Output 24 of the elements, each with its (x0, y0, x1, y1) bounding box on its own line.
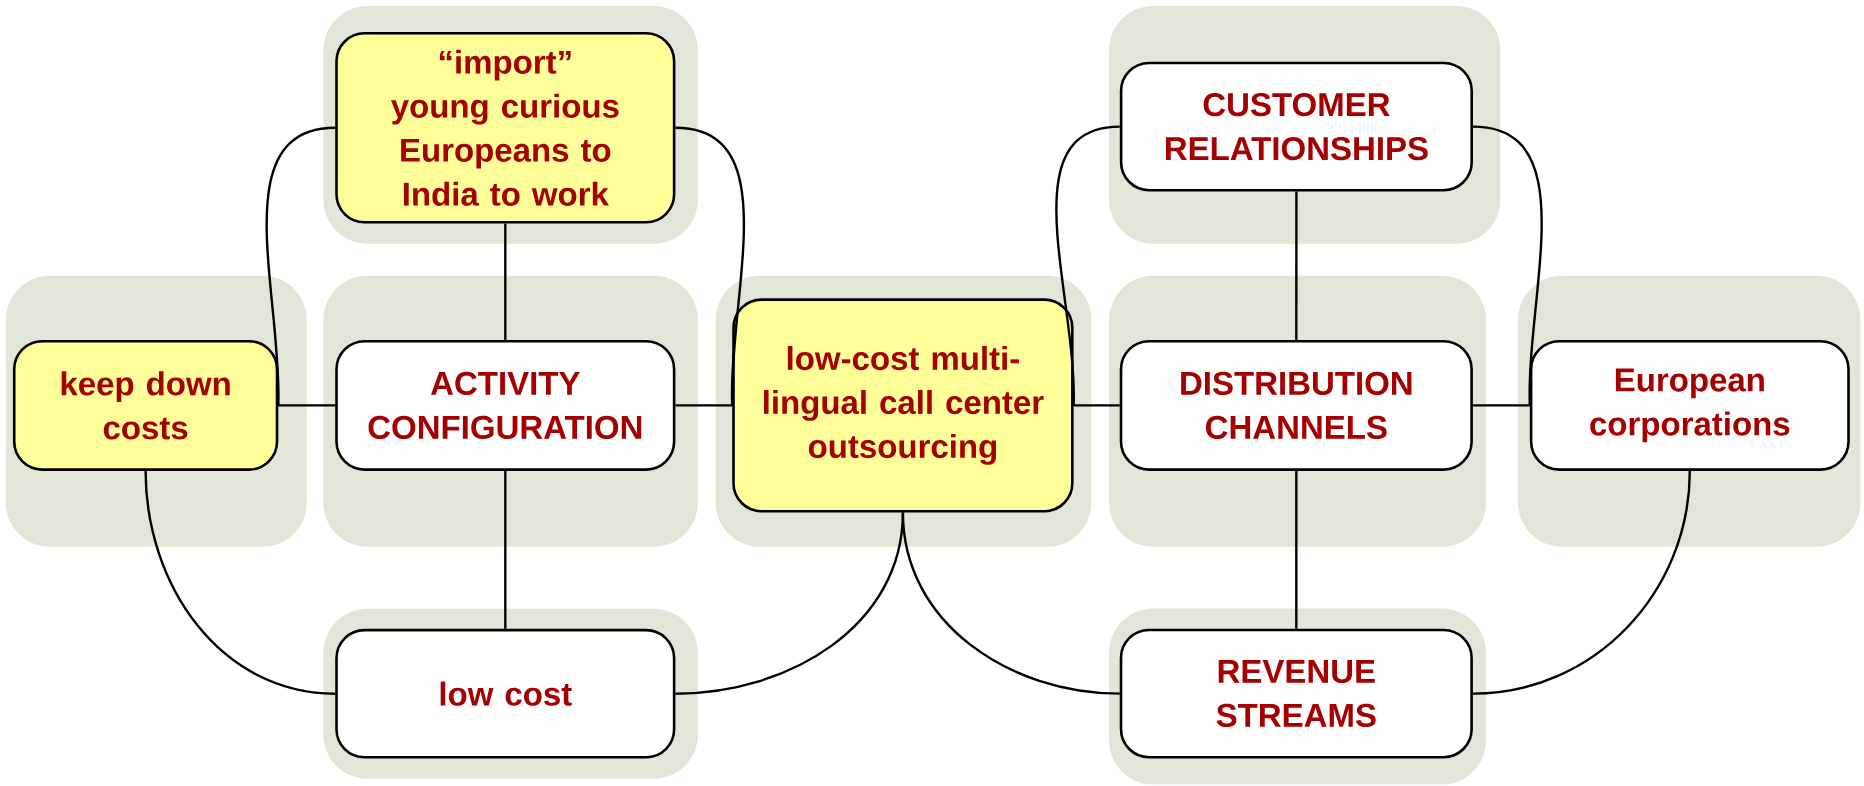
text-box: low-cost multi-lingual call center outsourcing (732, 298, 1074, 513)
connector-line (278, 404, 336, 407)
connector-line (1472, 470, 1691, 695)
text-box: ACTIVITY CONFIGURATION (335, 339, 676, 471)
connector-line (675, 404, 733, 407)
connector-line (1073, 404, 1120, 407)
text-box: “import” young curious Europeans to India to work (335, 32, 676, 224)
text-box: keep down costs (12, 339, 279, 471)
connector-line (265, 126, 336, 406)
connector-line (675, 126, 746, 406)
text-box: CUSTOMER RELATIONSHIPS (1119, 61, 1473, 192)
connector-line (144, 470, 336, 695)
connector-line (1295, 470, 1298, 629)
connector-line (1055, 125, 1120, 406)
connector-line (1472, 404, 1530, 407)
text-box: REVENUE STREAMS (1119, 628, 1473, 759)
text-box: low cost (335, 628, 676, 759)
connector-line (504, 470, 507, 629)
text-box: DISTRIBUTION CHANNELS (1119, 339, 1473, 471)
text-box: European corporations (1529, 339, 1850, 471)
connector-line (1295, 191, 1298, 340)
connector-line (504, 223, 507, 340)
connector-line (901, 512, 1120, 695)
connector-line (1472, 125, 1543, 406)
